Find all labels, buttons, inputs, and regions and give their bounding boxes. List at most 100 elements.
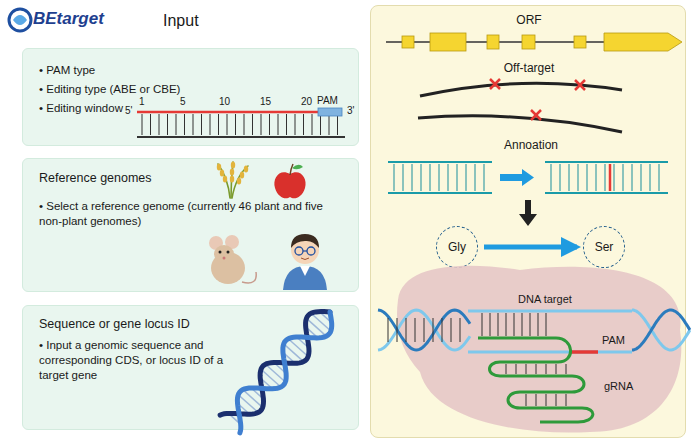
logo-text: BEtarget <box>33 9 104 29</box>
stroke <box>329 114 330 135</box>
grna-label: gRNA <box>604 380 633 393</box>
stroke <box>378 310 470 350</box>
rice-icon <box>217 162 248 199</box>
stroke <box>560 164 561 191</box>
stroke <box>306 318 326 336</box>
stroke <box>587 164 588 191</box>
stroke <box>261 114 262 135</box>
stroke <box>546 313 547 336</box>
input-panel: Sequence or gene locus ID • Input a genom… <box>22 305 359 430</box>
stroke <box>295 114 296 135</box>
stroke <box>556 364 557 374</box>
stroke <box>237 403 249 414</box>
section-heading: ORF <box>469 13 589 29</box>
stroke <box>546 364 547 374</box>
stroke <box>421 164 422 191</box>
stroke <box>522 313 523 336</box>
bullet-text: • Input a genomic sequence and correspon… <box>39 338 224 383</box>
panel-heading: Sequence or gene locus ID <box>39 316 239 332</box>
stroke <box>228 413 240 424</box>
bullet-text: • Editing type (ABE or CBE) <box>39 82 239 97</box>
position-number: 5 <box>180 96 186 108</box>
stroke <box>193 114 194 135</box>
dna-helix <box>220 312 332 433</box>
stroke <box>536 394 537 406</box>
stroke <box>244 114 245 135</box>
stroke <box>227 114 228 135</box>
amino-acid: Ser <box>595 240 614 254</box>
section-heading: Off-target <box>469 61 589 77</box>
stroke <box>306 327 318 338</box>
stroke <box>388 318 389 342</box>
stroke <box>605 164 606 191</box>
stroke <box>184 114 185 135</box>
stroke <box>235 114 236 135</box>
stroke <box>237 312 331 433</box>
stroke <box>218 114 219 135</box>
stroke <box>142 114 143 135</box>
stroke <box>278 114 279 135</box>
stroke <box>286 114 287 135</box>
stroke <box>659 164 660 191</box>
position-number: 10 <box>219 96 230 108</box>
apple-icon <box>274 164 305 198</box>
stroke <box>623 164 624 191</box>
stroke <box>312 114 313 135</box>
stroke <box>260 378 272 389</box>
dna-target-label: DNA target <box>518 293 572 306</box>
amino-acid: Gly <box>448 240 466 254</box>
stroke <box>159 114 160 135</box>
stroke <box>530 313 531 336</box>
stroke <box>538 313 539 336</box>
stroke <box>297 337 309 348</box>
stroke <box>514 313 515 336</box>
stroke <box>578 164 579 191</box>
stroke <box>167 114 168 135</box>
stroke <box>303 114 304 135</box>
base-editor-complex <box>378 266 690 433</box>
amino-acid-circle: Gly <box>436 226 478 268</box>
stroke <box>415 318 416 342</box>
stroke <box>274 363 286 374</box>
stroke <box>378 310 470 350</box>
stroke <box>176 114 177 135</box>
stroke <box>506 313 507 336</box>
logo-icon <box>9 9 31 31</box>
gene-model <box>386 33 682 51</box>
pam-label: PAM <box>317 95 338 107</box>
stroke <box>320 114 321 135</box>
stroke <box>243 390 263 408</box>
stroke <box>526 364 527 374</box>
stroke <box>220 312 330 416</box>
stroke <box>284 344 304 362</box>
stroke <box>632 310 690 350</box>
stroke <box>394 164 395 191</box>
stroke <box>288 339 308 357</box>
stroke <box>261 369 281 387</box>
pam-label: PAM <box>602 334 625 347</box>
stroke <box>526 394 527 406</box>
stroke <box>448 164 449 191</box>
stroke <box>650 164 651 191</box>
mouse-icon <box>209 235 256 284</box>
stroke <box>442 318 443 342</box>
stroke <box>433 318 434 342</box>
stroke <box>451 318 452 342</box>
stroke <box>337 114 338 135</box>
stroke <box>251 388 263 399</box>
stroke <box>460 318 461 342</box>
stroke <box>614 164 615 191</box>
input-panel: Reference genomes• Select a reference ge… <box>22 158 359 292</box>
stroke <box>439 164 440 191</box>
stroke <box>632 164 633 191</box>
strand-end: 3' <box>347 105 354 117</box>
stroke <box>238 395 258 413</box>
amino-acid-circle: Ser <box>583 226 625 268</box>
section-heading: Annoation <box>469 138 593 154</box>
strand-end: 5' <box>125 105 132 117</box>
person-icon <box>283 234 327 290</box>
stroke <box>430 164 431 191</box>
stroke <box>397 318 398 342</box>
annotation-dna <box>388 162 668 226</box>
stroke <box>632 310 690 350</box>
